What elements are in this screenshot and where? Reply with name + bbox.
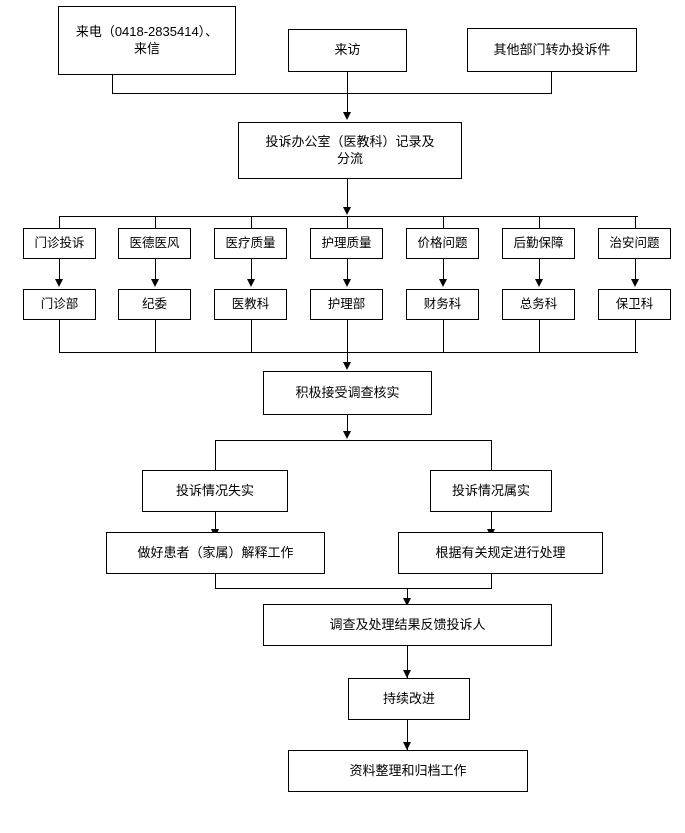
- node-category-3[interactable]: 医疗质量: [214, 228, 287, 259]
- arrow-cat-dept-2: [151, 279, 159, 287]
- connector-true-to-handle: [491, 512, 492, 531]
- arrow-cat-dept-4: [343, 279, 351, 287]
- node-category-1[interactable]: 门诊投诉: [23, 228, 96, 259]
- arrow-to-investigate: [343, 362, 351, 370]
- node-department-6[interactable]: 总务科: [502, 289, 575, 320]
- connector-dept-merge-6: [539, 320, 540, 352]
- node-action-explain[interactable]: 做好患者（家属）解释工作: [106, 532, 325, 574]
- arrow-office-down: [343, 207, 351, 215]
- node-category-6[interactable]: 后勤保障: [502, 228, 575, 259]
- connector-investigate-down: [347, 415, 348, 433]
- connector-cat-dept-5: [443, 259, 444, 280]
- connector-dept-merge-2: [155, 320, 156, 352]
- arrow-feedback-to-improve: [403, 670, 411, 678]
- connector-transfer-drop: [551, 72, 552, 93]
- connector-cat-dept-6: [539, 259, 540, 280]
- node-category-4[interactable]: 护理质量: [310, 228, 383, 259]
- connector-actions-merge-bar: [215, 588, 492, 589]
- node-source-transfer[interactable]: 其他部门转办投诉件: [467, 28, 637, 72]
- node-category-2[interactable]: 医德医风: [118, 228, 191, 259]
- connector-improve-to-archive: [407, 720, 408, 750]
- connector-cat-drop-3: [251, 216, 252, 228]
- node-category-5[interactable]: 价格问题: [406, 228, 479, 259]
- node-action-handle[interactable]: 根据有关规定进行处理: [398, 532, 603, 574]
- arrow-investigate-down: [343, 431, 351, 439]
- connector-cat-drop-7: [635, 216, 636, 228]
- node-source-visit[interactable]: 来访: [288, 29, 407, 72]
- connector-to-investigate: [347, 352, 348, 364]
- connector-departments-merge-bar: [59, 352, 638, 353]
- connector-office-down: [347, 179, 348, 209]
- node-feedback[interactable]: 调查及处理结果反馈投诉人: [263, 604, 552, 646]
- connector-cat-drop-6: [539, 216, 540, 228]
- node-source-call-letter[interactable]: 来电（0418-2835414）、 来信: [58, 6, 236, 75]
- connector-false-to-explain: [215, 512, 216, 531]
- connector-sources-merge-bar: [112, 93, 552, 94]
- connector-handle-down: [491, 574, 492, 588]
- connector-cat-dept-2: [155, 259, 156, 280]
- connector-cat-dept-7: [635, 259, 636, 280]
- connector-dept-merge-5: [443, 320, 444, 352]
- connector-cat-drop-5: [443, 216, 444, 228]
- connector-branch-left-drop: [215, 440, 216, 470]
- connector-cat-drop-2: [155, 216, 156, 228]
- connector-cat-drop-4: [347, 216, 348, 228]
- node-branch-false[interactable]: 投诉情况失实: [142, 470, 288, 512]
- connector-dept-merge-7: [635, 320, 636, 352]
- connector-dept-merge-1: [59, 320, 60, 352]
- node-archive[interactable]: 资料整理和归档工作: [288, 750, 528, 792]
- node-department-7[interactable]: 保卫科: [598, 289, 671, 320]
- node-improve[interactable]: 持续改进: [348, 678, 470, 720]
- node-investigate[interactable]: 积极接受调查核实: [263, 371, 432, 415]
- connector-cat-dept-4: [347, 259, 348, 280]
- node-department-5[interactable]: 财务科: [406, 289, 479, 320]
- connector-branch-right-drop: [491, 440, 492, 470]
- node-department-2[interactable]: 纪委: [118, 289, 191, 320]
- connector-feedback-to-improve: [407, 646, 408, 678]
- arrow-to-office: [343, 112, 351, 120]
- node-department-4[interactable]: 护理部: [310, 289, 383, 320]
- connector-to-feedback: [407, 588, 408, 604]
- node-department-3[interactable]: 医教科: [214, 289, 287, 320]
- connector-visit-drop: [347, 72, 348, 93]
- connector-branch-bar: [215, 440, 492, 441]
- connector-call-drop: [112, 75, 113, 93]
- node-department-1[interactable]: 门诊部: [23, 289, 96, 320]
- arrow-cat-dept-3: [247, 279, 255, 287]
- arrow-cat-dept-7: [631, 279, 639, 287]
- arrow-to-feedback: [403, 598, 411, 606]
- connector-explain-down: [215, 574, 216, 588]
- connector-cat-dept-1: [59, 259, 60, 280]
- connector-cat-drop-1: [59, 216, 60, 228]
- connector-distribution-bar: [59, 216, 638, 217]
- connector-cat-dept-3: [251, 259, 252, 280]
- connector-dept-merge-3: [251, 320, 252, 352]
- arrow-cat-dept-5: [439, 279, 447, 287]
- node-complaint-office[interactable]: 投诉办公室（医教科）记录及 分流: [238, 122, 462, 179]
- node-category-7[interactable]: 治安问题: [598, 228, 671, 259]
- arrow-improve-to-archive: [403, 742, 411, 750]
- connector-to-office: [347, 93, 348, 114]
- node-branch-true[interactable]: 投诉情况属实: [430, 470, 552, 512]
- arrow-cat-dept-1: [55, 279, 63, 287]
- connector-dept-merge-4: [347, 320, 348, 352]
- arrow-cat-dept-6: [535, 279, 543, 287]
